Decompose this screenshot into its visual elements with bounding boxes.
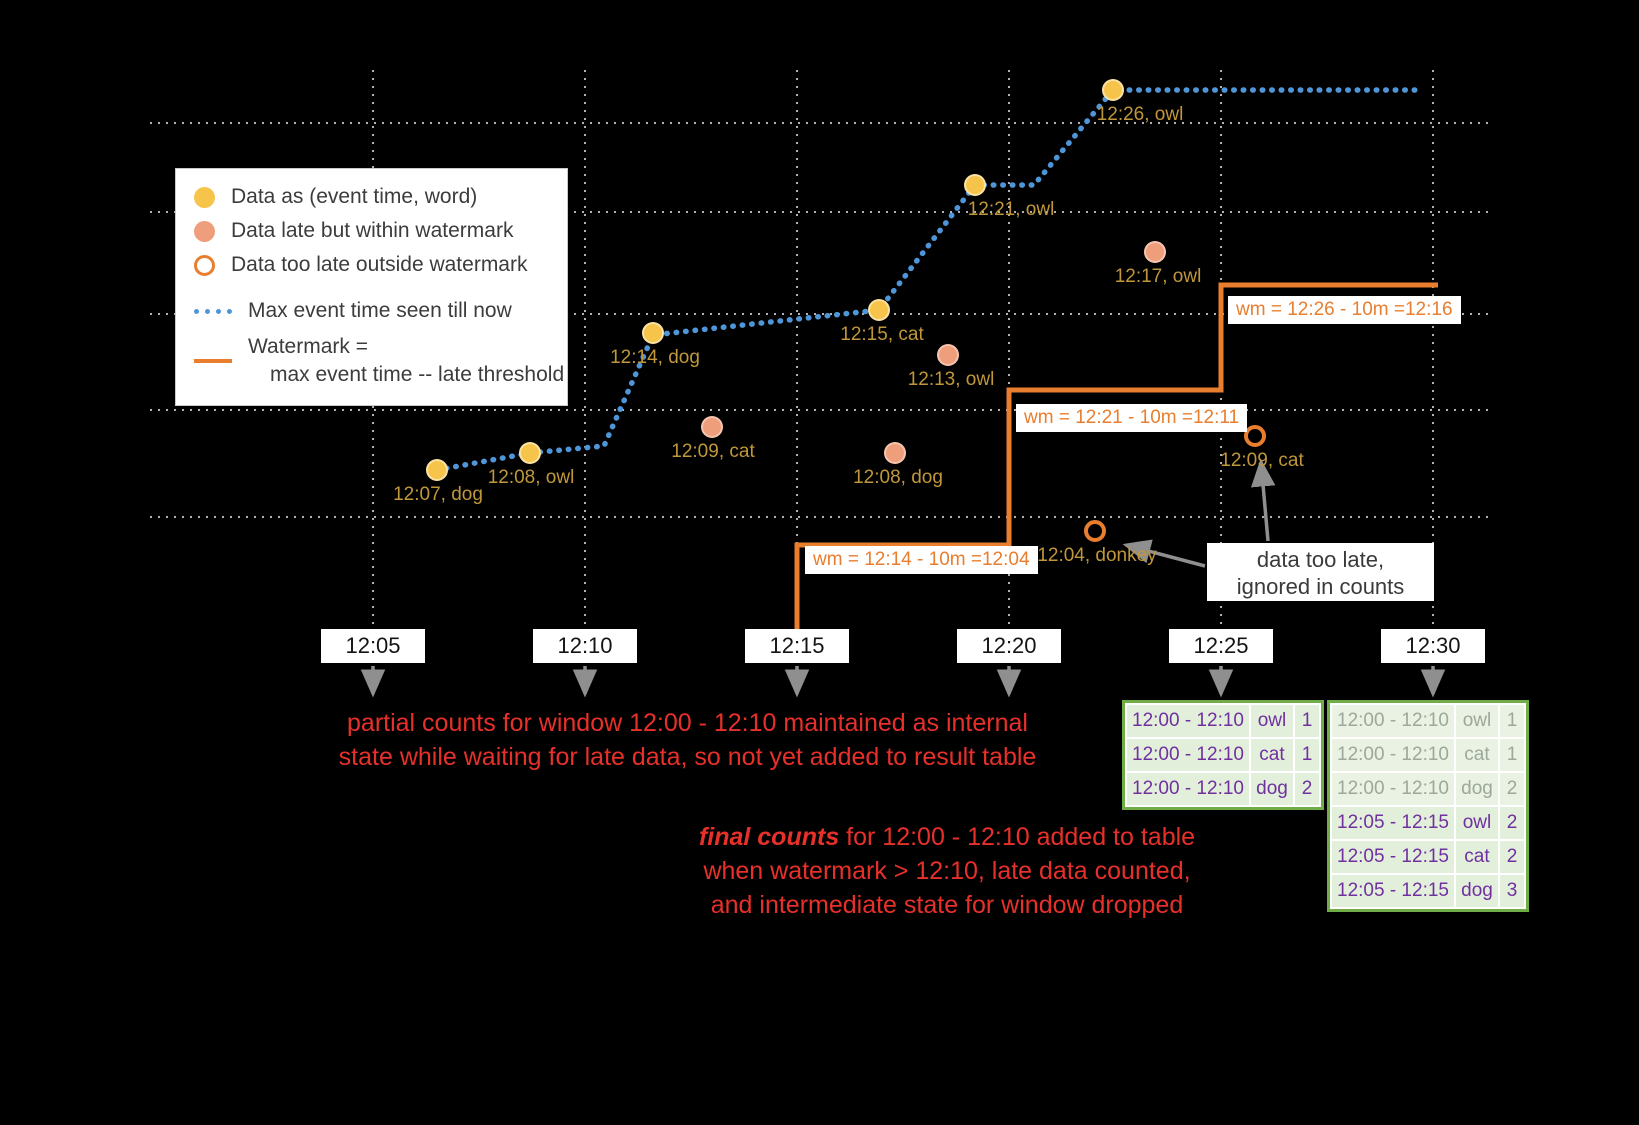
legend-label: Data too late outside watermark	[231, 253, 528, 276]
data-point-label: 12:08, owl	[487, 467, 575, 488]
max-event-time-line	[434, 87, 1423, 473]
on-time-data-point	[642, 322, 664, 344]
result-table-cell-word: dog	[1250, 773, 1293, 805]
result-table-cell-word: owl	[1455, 807, 1498, 839]
result-table-cell-word: cat	[1250, 739, 1293, 771]
too-late-arrow	[1122, 539, 1206, 568]
watermark-value-label: wm = 12:26 - 10m =12:16	[1228, 296, 1461, 324]
data-point-label: 12:26, owl	[1096, 104, 1184, 125]
result-table-cell-word: owl	[1455, 705, 1498, 737]
result-table-cell-win: 12:00 - 12:10	[1332, 705, 1454, 737]
late-data-point	[937, 344, 959, 366]
result-table-cell-win: 12:05 - 12:15	[1332, 807, 1454, 839]
partial-counts-note: partial counts for window 12:00 - 12:10 …	[338, 709, 1037, 771]
too-late-arrow	[1250, 458, 1276, 542]
watermark-value-label: wm = 12:14 - 10m =12:04	[805, 546, 1038, 574]
data-point-label: 12:21, owl	[967, 199, 1055, 220]
time-axis-label: 12:15	[745, 629, 849, 663]
result-table-cell-cnt: 2	[1294, 773, 1319, 805]
result-table-cell-cnt: 1	[1294, 705, 1319, 737]
legend-label: Max event time seen till now	[248, 299, 512, 322]
time-axis-label: 12:05	[321, 629, 425, 663]
legend-label: Data as (event time, word)	[231, 185, 478, 208]
on-time-data-point	[1102, 79, 1124, 101]
result-table-cell-cnt: 2	[1499, 841, 1524, 873]
legend-item-too-late: Data too late outside watermark	[194, 253, 567, 277]
dotted-line-icon	[194, 308, 232, 314]
data-point-label: 12:04, donkey	[1037, 545, 1157, 566]
on-time-data-point	[519, 442, 541, 464]
legend-label: Watermark = max event time -- late thres…	[248, 335, 565, 386]
data-point-label: 12:07, dog	[393, 484, 483, 505]
result-table-cell-cnt: 1	[1294, 739, 1319, 771]
too-late-data-point	[1084, 520, 1106, 542]
late-data-point	[701, 416, 723, 438]
result-table-cell-word: cat	[1455, 841, 1498, 873]
time-axis-label: 12:25	[1169, 629, 1273, 663]
on-time-data-point	[426, 459, 448, 481]
result-table-cell-cnt: 1	[1499, 705, 1524, 737]
too-late-callout: data too late, ignored in counts	[1207, 543, 1434, 601]
result-table-cell-win: 12:05 - 12:15	[1332, 841, 1454, 873]
result-table-cell-win: 12:00 - 12:10	[1127, 739, 1249, 771]
result-table-cell-cnt: 1	[1499, 739, 1524, 771]
data-point-label: 12:17, owl	[1114, 266, 1202, 287]
result-table-cell-win: 12:05 - 12:15	[1332, 875, 1454, 907]
legend-item-max-event-time: Max event time seen till now	[194, 299, 567, 323]
legend: Data as (event time, word) Data late but…	[175, 168, 568, 406]
late-dot-icon	[194, 220, 215, 242]
legend-item-late: Data late but within watermark	[194, 219, 567, 243]
result-table-cell-win: 12:00 - 12:10	[1332, 739, 1454, 771]
late-data-point	[1144, 241, 1166, 263]
result-table-cell-cnt: 2	[1499, 773, 1524, 805]
result-table-cell-word: dog	[1455, 773, 1498, 805]
result-table-cell-word: dog	[1455, 875, 1498, 907]
watermark-value-label: wm = 12:21 - 10m =12:11	[1016, 404, 1248, 432]
legend-item-on-time: Data as (event time, word)	[194, 185, 567, 209]
result-table-cell-word: owl	[1250, 705, 1293, 737]
data-point-label: 12:14, dog	[610, 347, 700, 368]
legend-label: Data late but within watermark	[231, 219, 514, 242]
result-table-cell-cnt: 2	[1499, 807, 1524, 839]
result-table-cell-win: 12:00 - 12:10	[1127, 773, 1249, 805]
late-data-point	[884, 442, 906, 464]
too-late-dot-icon	[194, 254, 215, 276]
result-table-cell-win: 12:00 - 12:10	[1127, 705, 1249, 737]
result-table-cell-word: cat	[1455, 739, 1498, 771]
legend-item-watermark: Watermark = max event time -- late thres…	[194, 333, 567, 389]
time-axis-label: 12:20	[957, 629, 1061, 663]
data-point-label: 12:13, owl	[907, 369, 995, 390]
time-axis-label: 12:10	[533, 629, 637, 663]
data-point-label: 12:09, cat	[1220, 450, 1304, 471]
final-counts-note: final counts for 12:00 - 12:10 added to …	[698, 823, 1196, 919]
watermark-line	[794, 282, 1438, 634]
time-axis-label: 12:30	[1381, 629, 1485, 663]
result-table-cell-cnt: 3	[1499, 875, 1524, 907]
data-point-label: 12:08, dog	[853, 467, 943, 488]
on-time-dot-icon	[194, 186, 215, 208]
solid-line-icon	[194, 359, 232, 363]
on-time-data-point	[868, 299, 890, 321]
data-point-label: 12:09, cat	[671, 441, 755, 462]
result-table-cell-win: 12:00 - 12:10	[1332, 773, 1454, 805]
on-time-data-point	[964, 174, 986, 196]
too-late-data-point	[1244, 425, 1266, 447]
data-point-label: 12:15, cat	[840, 324, 924, 345]
